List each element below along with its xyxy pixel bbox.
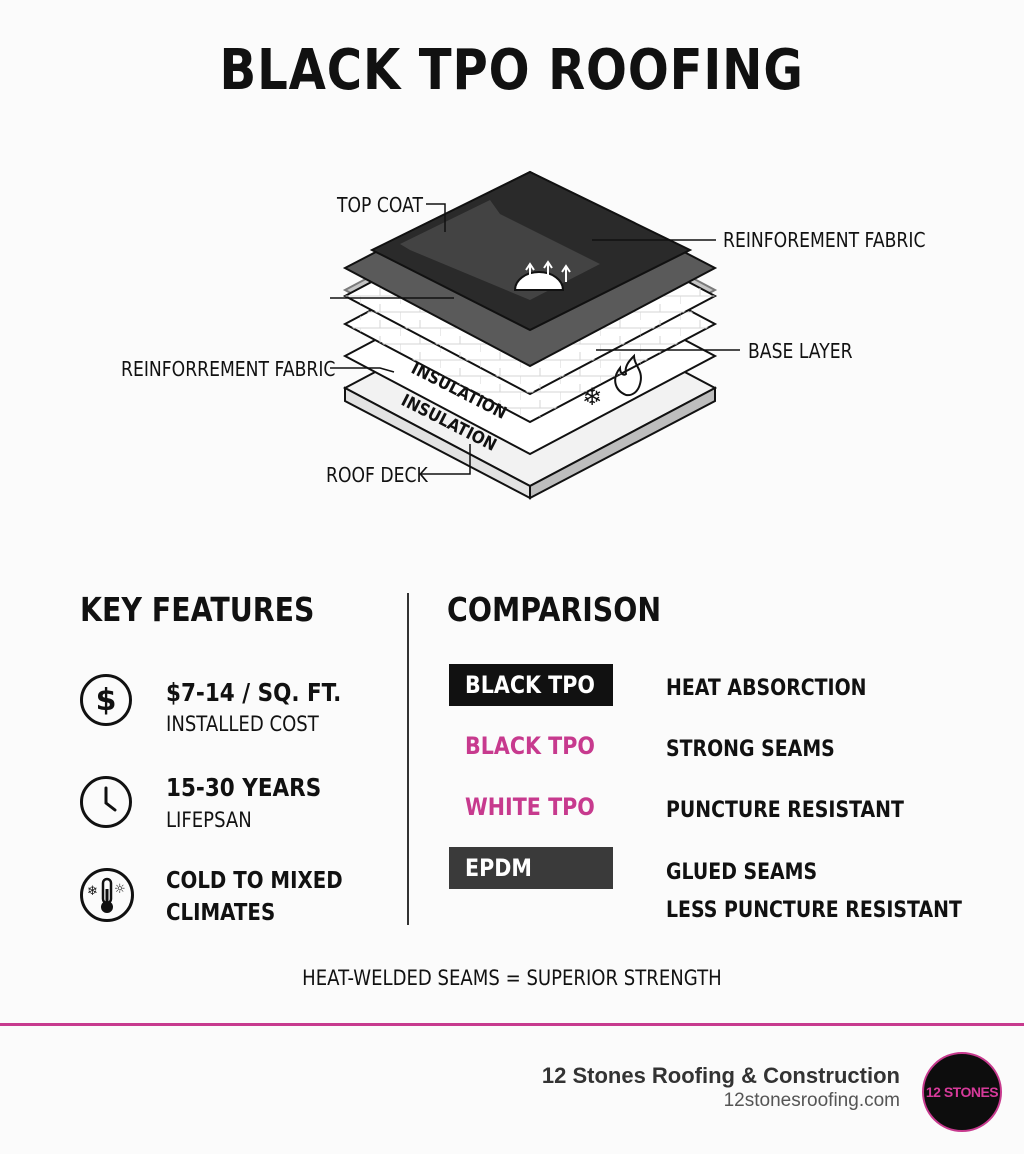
feature-lifespan-value: 15-30 YEARS bbox=[166, 773, 322, 802]
feature-climate-line2: CLIMATES bbox=[166, 900, 276, 926]
key-features-heading: KEY FEATURES bbox=[80, 590, 315, 629]
comparison-label-black-tpo: BLACK TPO bbox=[449, 664, 613, 706]
callout-reinforcement-fabric-left: REINFORREMENT FABRIC bbox=[121, 357, 336, 381]
snowflake-icon: ❄ bbox=[582, 383, 602, 411]
svg-text:☼: ☼ bbox=[114, 882, 126, 897]
comparison-label-epdm: EPDM bbox=[449, 847, 613, 889]
company-name: 12 Stones Roofing & Construction bbox=[541, 1063, 900, 1088]
comparison-desc: STRONG SEAMS bbox=[666, 737, 835, 762]
flame-icon bbox=[614, 353, 642, 397]
comparison-desc: GLUED SEAMS bbox=[666, 860, 818, 885]
dollar-icon: $ bbox=[80, 674, 132, 726]
feature-lifespan-label: LIFEPSAN bbox=[166, 808, 252, 832]
comparison-heading: COMPARISON bbox=[447, 590, 662, 629]
comparison-label-white-tpo: WHITE TPO bbox=[465, 793, 595, 821]
svg-text:$: $ bbox=[96, 683, 117, 718]
comparison-desc: PUNCTURE RESISTANT bbox=[666, 798, 904, 823]
comparison-desc-2: LESS PUNCTURE RESISTANT bbox=[666, 898, 962, 923]
feature-cost-label: INSTALLED COST bbox=[166, 712, 319, 736]
callout-roof-deck: ROOF DECK bbox=[326, 463, 428, 487]
website-link[interactable]: 12stonesroofing.com bbox=[723, 1090, 900, 1111]
feature-cost-value: $7-14 / SQ. FT. bbox=[166, 678, 342, 707]
clock-icon bbox=[80, 776, 132, 828]
tagline: HEAT-WELDED SEAMS = SUPERIOR STRENGTH bbox=[302, 966, 722, 990]
section-divider bbox=[407, 593, 409, 925]
footer-divider bbox=[0, 1023, 1024, 1026]
heat-arrows-icon bbox=[513, 260, 571, 291]
thermometer-icon: ❄ ☼ bbox=[80, 868, 134, 922]
callout-base-layer: BASE LAYER bbox=[748, 339, 853, 363]
comparison-desc: HEAT ABSORCTION bbox=[666, 676, 867, 701]
feature-climate-line1: COLD TO MIXED bbox=[166, 868, 343, 894]
svg-text:❄: ❄ bbox=[87, 884, 98, 899]
callout-reinforcement-fabric-right: REINFOREMENT FABRIC bbox=[723, 228, 926, 252]
callout-top-coat: TOP COAT bbox=[337, 193, 424, 217]
company-logo: 12 STONES bbox=[922, 1052, 1002, 1132]
tpo-layer-diagram: ❄ INSULATION INSULATION bbox=[330, 170, 740, 500]
comparison-label-black-tpo-2: BLACK TPO bbox=[465, 732, 595, 760]
page-title: BLACK TPO ROOFING bbox=[219, 38, 805, 103]
logo-text: 12 STONES bbox=[925, 1084, 999, 1100]
